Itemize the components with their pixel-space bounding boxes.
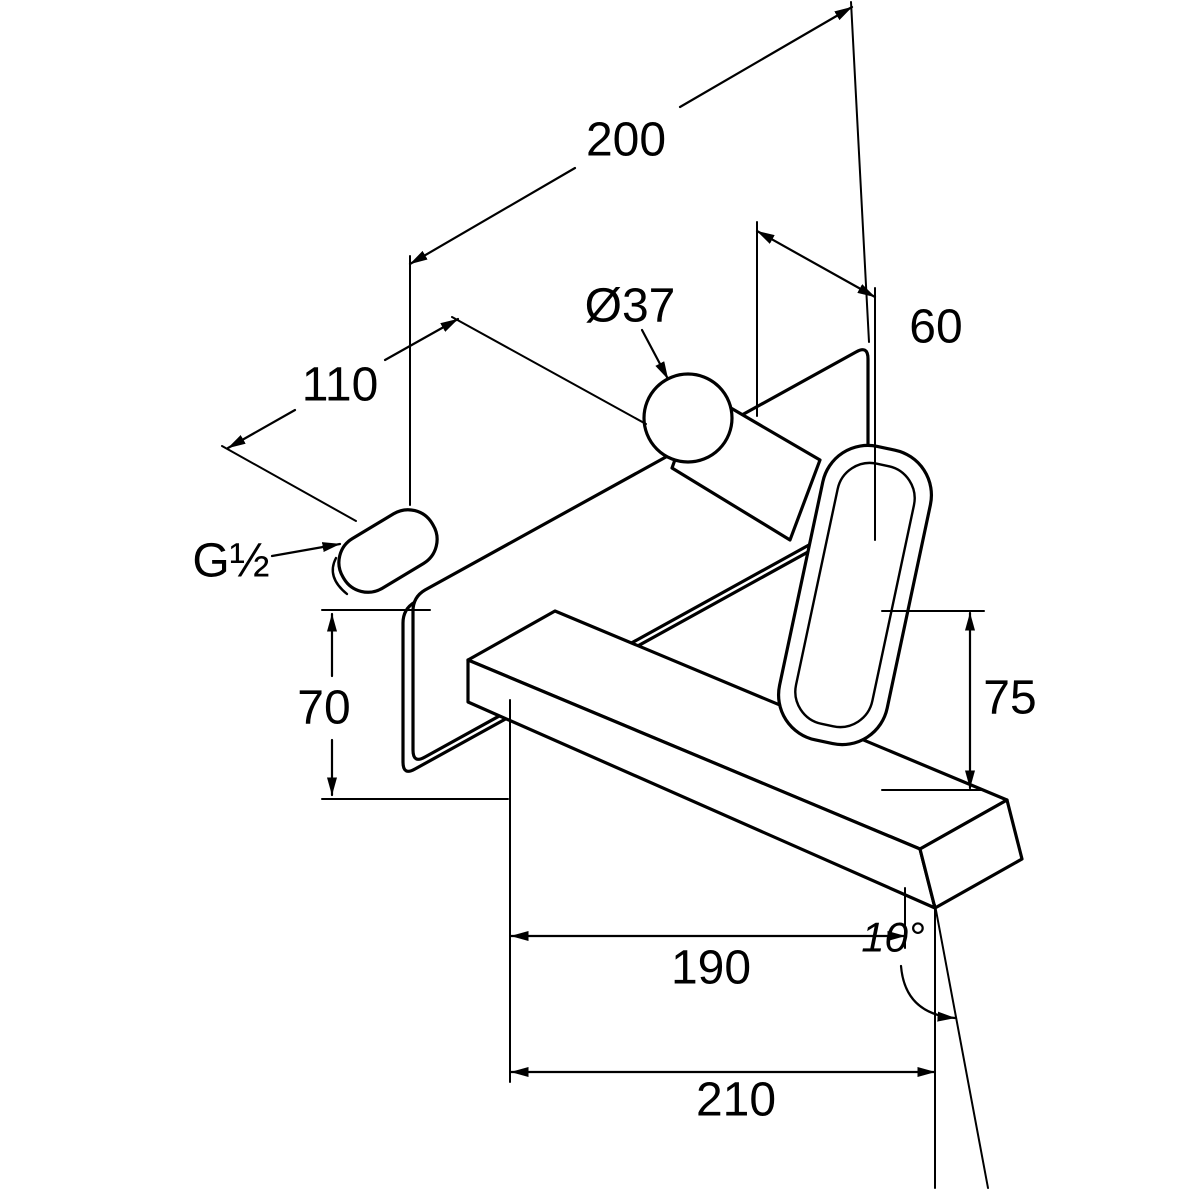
dim-label-g-half: G½ <box>192 535 269 588</box>
lever-handle-inner-contour <box>794 461 916 729</box>
dim-label-70: 70 <box>297 682 350 735</box>
dim-label-75: 75 <box>983 672 1036 725</box>
dim-label-110: 110 <box>302 359 379 412</box>
dimension-line-110-b <box>383 317 460 362</box>
leader-arc-angle-10deg <box>899 964 957 1022</box>
spout-end-face <box>918 798 1024 910</box>
dim-label-190: 190 <box>671 942 751 995</box>
dim-label-diameter-37: Ø37 <box>585 280 676 333</box>
dimension-line-110-a <box>226 408 297 450</box>
dim-label-60: 60 <box>909 301 962 354</box>
dim-label-angle-10: 10° <box>861 914 925 961</box>
dimension-line-200-a <box>408 166 577 266</box>
extension-line-110-left <box>221 445 357 522</box>
lever-handle <box>776 443 934 747</box>
leader-line-diameter-37 <box>640 328 670 381</box>
dimension-line-200-b <box>678 5 854 109</box>
dim-label-210: 210 <box>696 1074 776 1127</box>
extension-line-110-right <box>451 316 647 425</box>
leader-line-g-half <box>270 542 342 558</box>
dim-label-200: 200 <box>586 114 666 167</box>
dimension-line-60 <box>755 229 877 299</box>
cartridge-escutcheon <box>642 372 734 464</box>
supply-stub-cap-line <box>331 556 349 596</box>
angle-reference-line-10deg <box>934 904 989 1189</box>
supply-stub <box>337 508 439 594</box>
